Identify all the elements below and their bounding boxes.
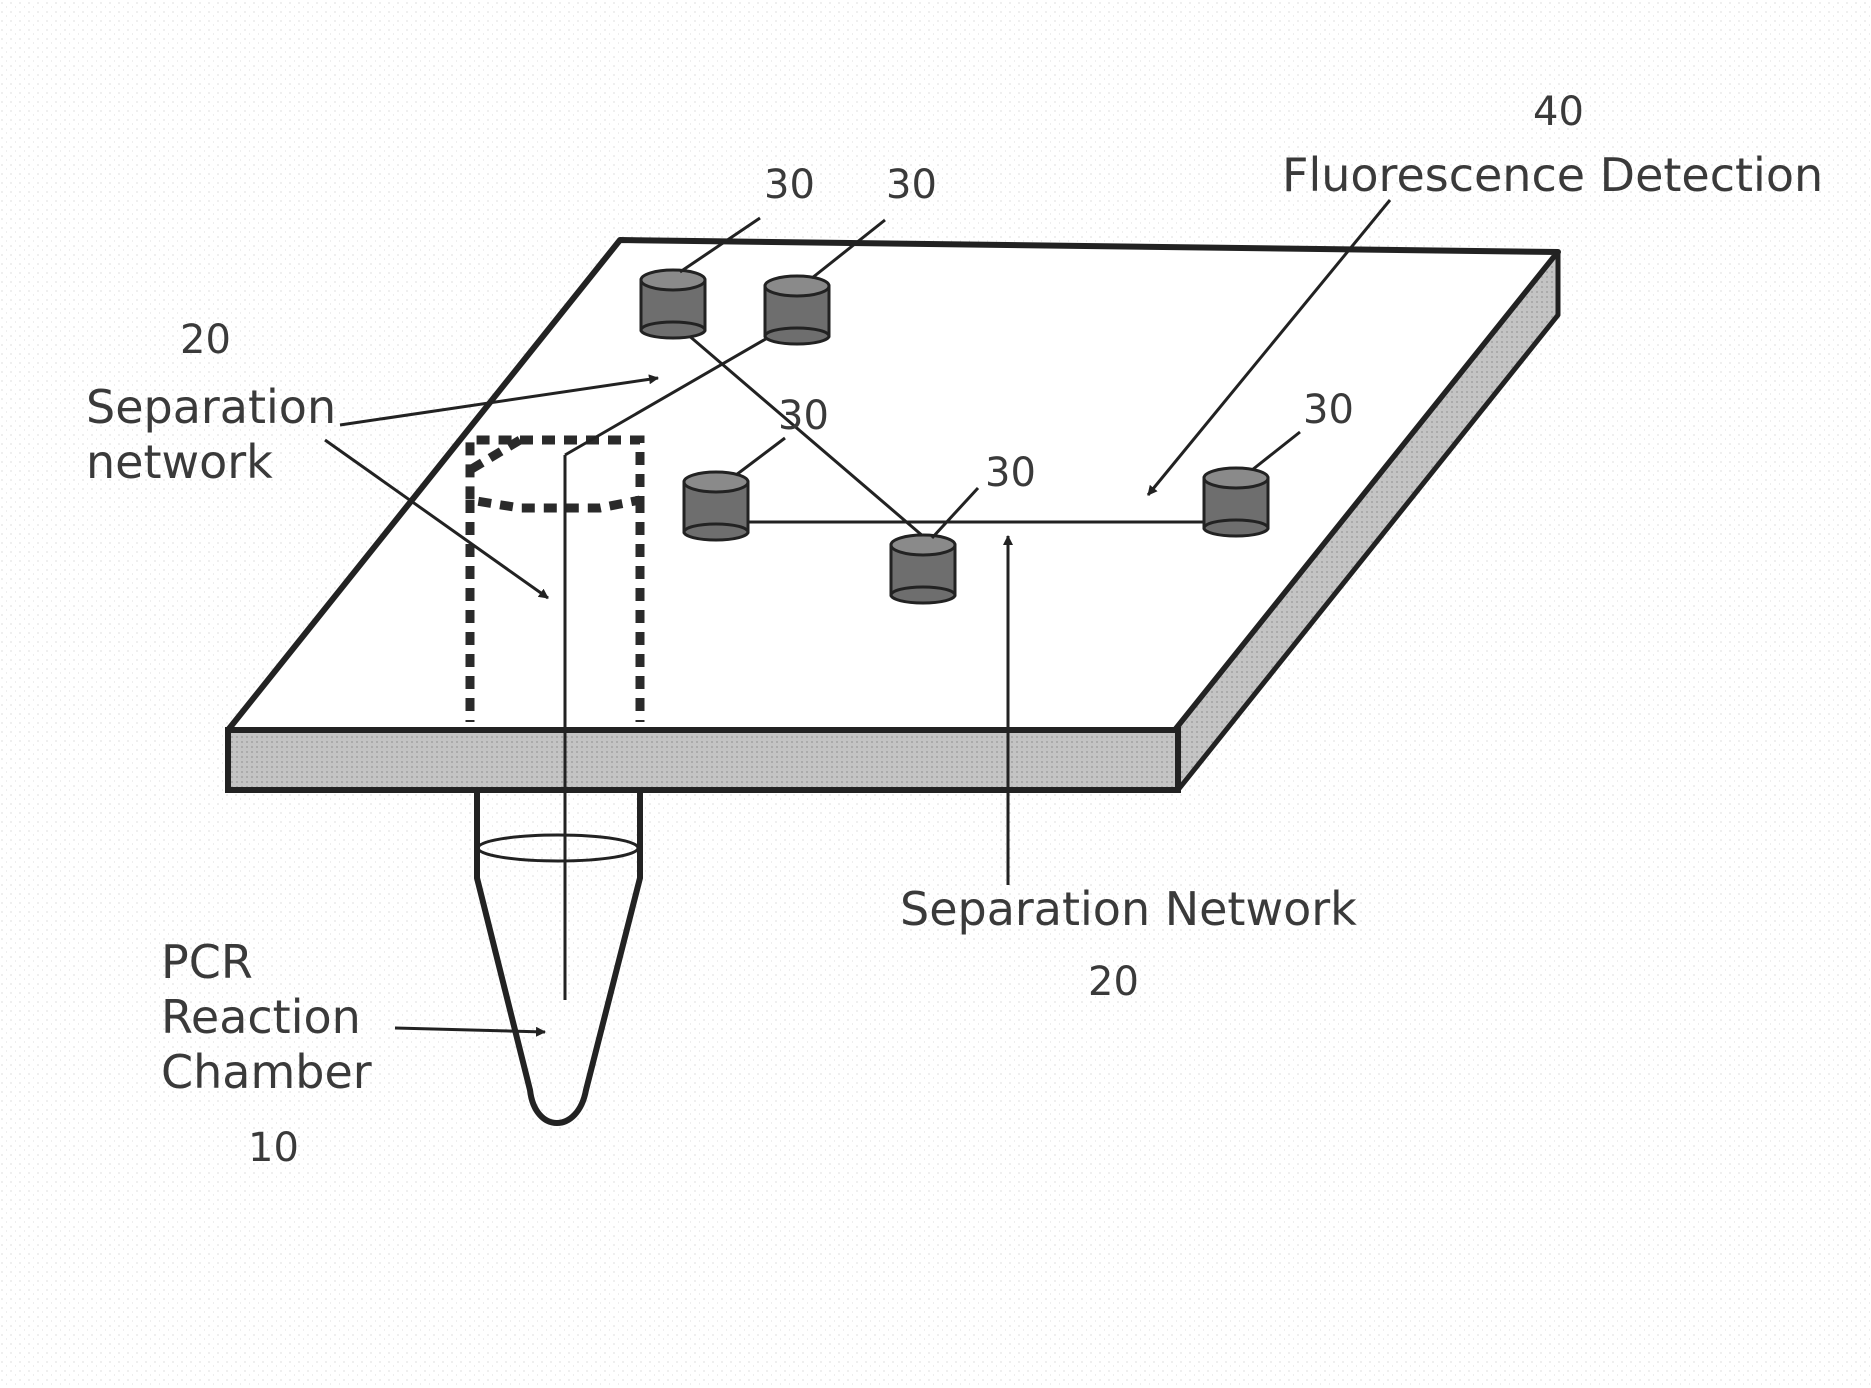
ref-40-label: 40 — [1533, 92, 1584, 132]
pcr-label-line3: Chamber — [161, 1045, 372, 1100]
pcr-label-line1: PCR — [161, 935, 372, 990]
ref-30-label-5: 30 — [1303, 390, 1354, 430]
reservoir-4 — [891, 535, 955, 603]
reservoir-2 — [765, 276, 829, 344]
pcr-label-line2: Reaction — [161, 990, 372, 1045]
ref-20-label-left: 20 — [180, 320, 231, 360]
reservoir-5 — [1204, 468, 1268, 536]
separation-network-label-bottom: Separation Network — [900, 886, 1357, 932]
ref-20-label-bottom: 20 — [1088, 962, 1139, 1002]
reservoir-1 — [641, 270, 705, 338]
chip-front-edge — [228, 730, 1178, 790]
ref-10-label: 10 — [248, 1128, 299, 1168]
ref-30-label-1: 30 — [764, 165, 815, 205]
reservoir-3 — [684, 472, 748, 540]
ref-30-label-4: 30 — [985, 453, 1036, 493]
separation-network-left-line1: Separation — [86, 380, 336, 435]
fluorescence-detection-label: Fluorescence Detection — [1282, 152, 1823, 198]
ref-30-label-3: 30 — [778, 396, 829, 436]
separation-network-label-left: Separation network — [86, 380, 336, 490]
ref-30-label-2: 30 — [886, 165, 937, 205]
pcr-reaction-chamber-label: PCR Reaction Chamber — [161, 935, 372, 1100]
separation-network-left-line2: network — [86, 435, 336, 490]
